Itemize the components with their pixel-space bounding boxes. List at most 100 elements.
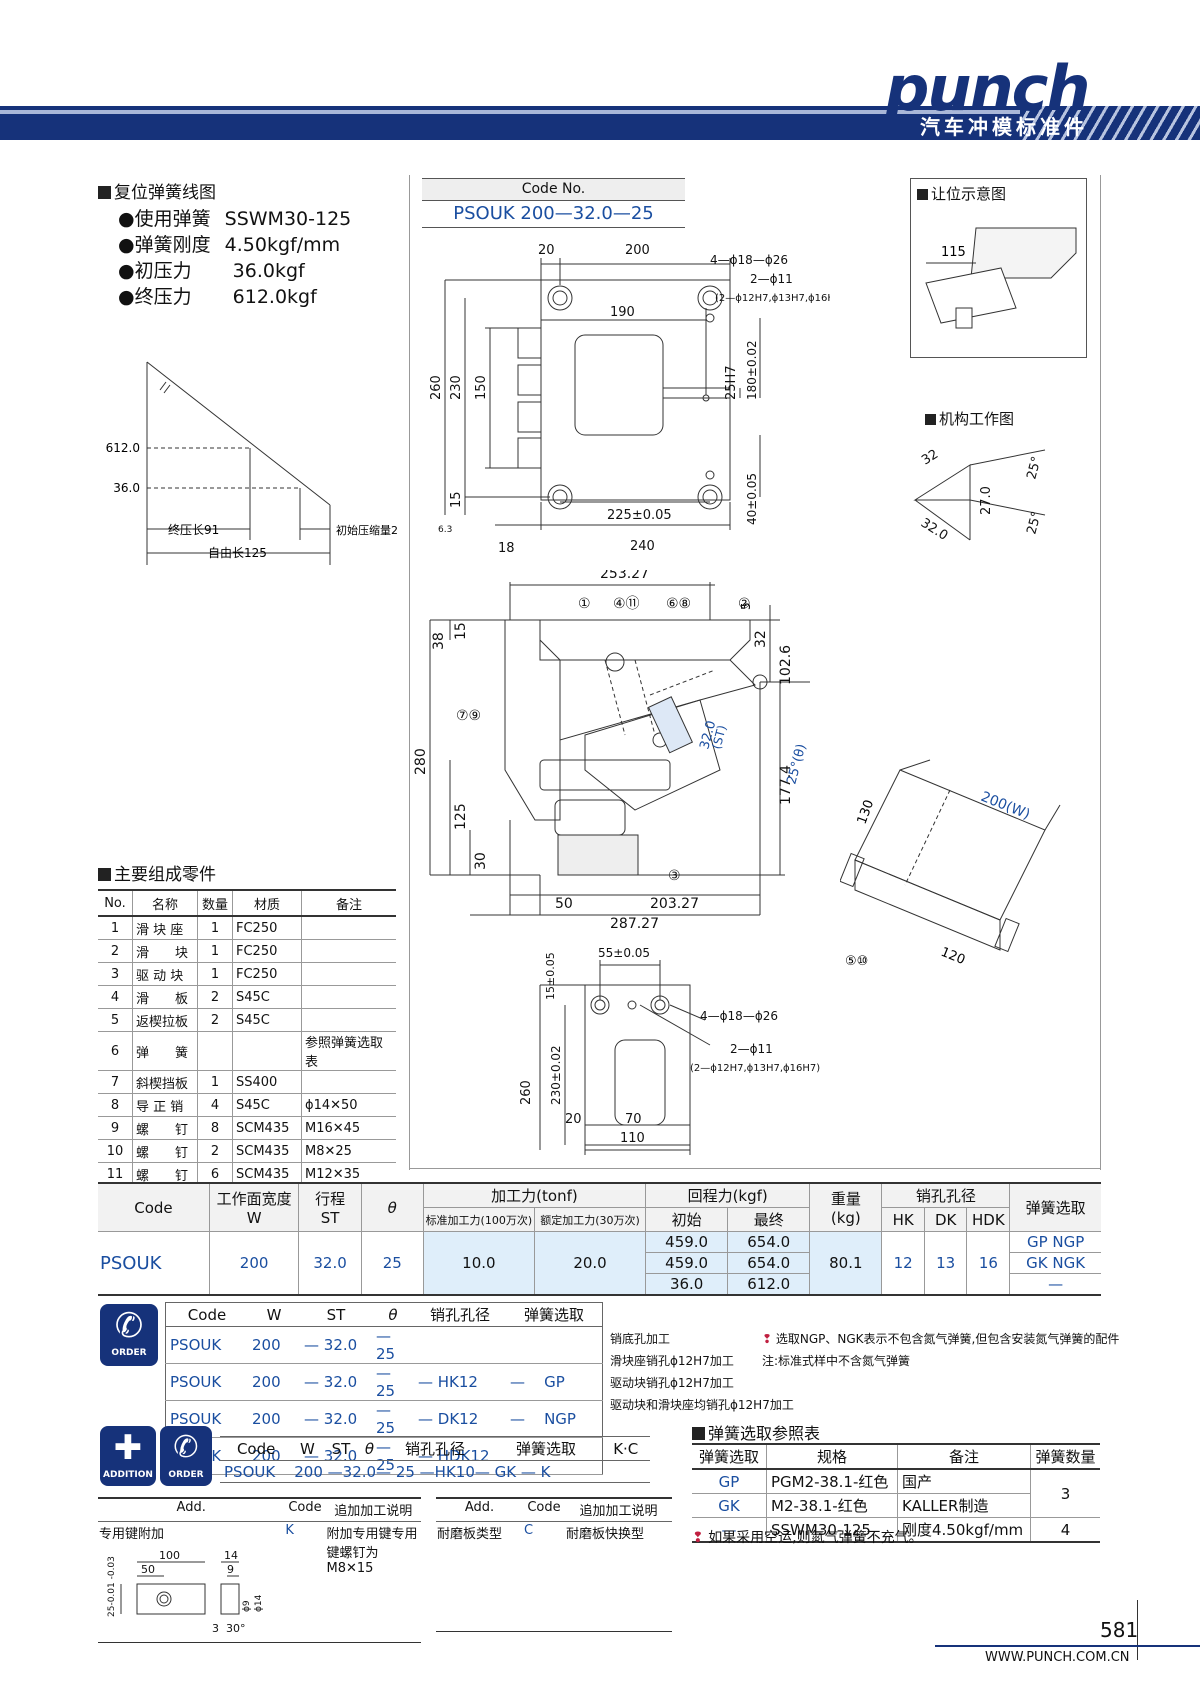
dim-holes2b: (2—ϕ12H7,ϕ13H7,ϕ16H7) <box>715 293 830 304</box>
header-hatch <box>1020 106 1200 140</box>
mech-angle1: 25° <box>1024 455 1044 481</box>
key-dim-14: 14 <box>224 1549 238 1562</box>
cell-hk: 12 <box>881 1231 925 1296</box>
spring-ref-title: 弹簧选取参照表 <box>692 1420 820 1444</box>
plus-icon: ✚ <box>113 1428 143 1468</box>
order-note: 销底孔加工 <box>610 1332 671 1346</box>
addition-order-icon: ✆ ORDER <box>160 1426 212 1486</box>
dim-38: 38 <box>431 632 447 650</box>
dim-280: 280 <box>413 748 429 775</box>
header-stripe <box>0 110 1200 114</box>
order-note: 驱动块和滑块座均销孔ϕ12H7加工 <box>610 1398 794 1412</box>
parts-header: 数量 <box>197 889 233 917</box>
order-note: 滑块座销孔ϕ12H7加工 <box>610 1354 734 1368</box>
add-wear-desc: 耐磨板快换型 <box>566 1527 645 1542</box>
callout-6-8: ⑥⑧ <box>666 596 691 612</box>
ref-header: 备注 <box>897 1443 1031 1470</box>
dim-203.27: 203.27 <box>650 896 699 912</box>
dim-190: 190 <box>610 305 635 320</box>
ref-header: 规格 <box>766 1443 898 1470</box>
mech-32.0: 32.0 <box>918 516 951 544</box>
add-key-cell: 专用键附加 100 50 14 9 25-0.01 -0.03 3 <box>98 1522 284 1643</box>
ref-row: — SSWM30-125 刚度4.50kgf/mm 4 <box>692 1517 1100 1543</box>
dim-20-end: 20 <box>565 1112 582 1127</box>
order-header: W <box>248 1302 300 1327</box>
spring-graph: 612.0 36.0 终压长91 初始压缩量2 自由长125 <box>106 361 398 565</box>
cell-w: 200 <box>209 1231 300 1296</box>
dim-240: 240 <box>630 539 655 554</box>
roughness-6.3: 6.3 <box>438 525 452 535</box>
mech-title: 机构工作图 <box>925 408 1014 429</box>
callout-5-10: ⑤⑩ <box>845 954 868 969</box>
order-icon: ✆ ORDER <box>100 1304 158 1366</box>
header-subtitle: 汽车冲模标准件 <box>920 115 1088 139</box>
spec-value: 4.50kgf/mm <box>224 234 341 256</box>
spec-value: 36.0kgf <box>232 260 305 282</box>
cell-weight: 80.1 <box>809 1231 883 1296</box>
col-theta: θ <box>361 1182 424 1232</box>
page-number: 581 <box>1100 1618 1139 1642</box>
addition-header: 销孔孔径 <box>379 1436 491 1461</box>
cell-spring: — <box>1009 1273 1101 1296</box>
graph-y-36: 36.0 <box>113 481 140 495</box>
key-dim-3: 3 <box>212 1622 219 1635</box>
add-wear-code: C <box>524 1523 534 1538</box>
cell-dk: 13 <box>924 1231 968 1296</box>
spec-label: ●弹簧刚度 <box>118 234 211 256</box>
callout-2: ② <box>738 596 751 612</box>
order-warnings: ❢ 选取NGP、NGK表示不包含氮气弹簧,但包含安装氮气弹簧的配件 注:标准式样… <box>762 1328 1119 1372</box>
ref-header: 弹簧选取 <box>692 1443 767 1470</box>
add-key-label: 专用键附加 <box>99 1527 165 1542</box>
dim-theta: 25°(θ) <box>784 742 809 786</box>
phone-icon: ✆ <box>114 1306 144 1346</box>
add-header: Code <box>523 1497 565 1522</box>
mech-drawing: 32 27.0 32.0 25° 25° <box>913 447 1046 544</box>
cell-force-rated: 20.0 <box>534 1231 647 1296</box>
dim-225: 225±0.05 <box>607 508 672 523</box>
mech-27: 27.0 <box>979 486 994 515</box>
addition-header: ST <box>322 1436 360 1461</box>
dim-200w: 200(W) <box>979 789 1033 823</box>
top-view-drawing: 20 200 4—ϕ18—ϕ26 2—ϕ11 (2—ϕ12H7,ϕ13H7,ϕ1… <box>429 243 830 556</box>
key-dim-p14: ϕ14 <box>254 1594 264 1612</box>
spring-section-title: 复位弹簧线图 <box>98 178 216 203</box>
addition-code-table: Code W ST θ 销孔孔径 弹簧选取 K·C PSOUK 200 —32.… <box>220 1436 650 1483</box>
dim-260-end: 260 <box>519 1080 534 1105</box>
warning-icon: ❢ <box>692 1530 704 1546</box>
parts-section-title: 主要组成零件 <box>98 860 216 885</box>
dim-32: 32 <box>753 630 769 648</box>
graph-init-comp: 初始压缩量2 <box>336 523 398 537</box>
dim-30: 30 <box>473 852 489 870</box>
relief-diagram-box: 让位示意图 115 <box>910 178 1087 358</box>
drawing-border-bottom <box>409 1168 1101 1169</box>
cell-theta: 25 <box>361 1231 424 1296</box>
cell-return-final: 654.0 <box>727 1252 811 1274</box>
cell-return-final: 612.0 <box>727 1273 811 1296</box>
addition-header: K·C <box>601 1436 650 1461</box>
order-header: 弹簧选取 <box>506 1302 603 1327</box>
col-dk: DK <box>924 1207 968 1232</box>
order-header: 销孔孔径 <box>414 1302 506 1327</box>
footer-url[interactable]: WWW.PUNCH.COM.CN <box>985 1650 1130 1665</box>
code-no-value: PSOUK 200—32.0—25 <box>453 203 654 224</box>
dim-260: 260 <box>429 375 444 400</box>
add-key-code: K <box>285 1523 294 1538</box>
mech-32: 32 <box>919 447 941 468</box>
graph-y-612: 612.0 <box>106 441 140 455</box>
dim-40: 40±0.05 <box>745 473 759 525</box>
dim-180: 180±0.02 <box>745 340 759 400</box>
order-warning-note: 注:标准式样中不含氮气弹簧 <box>762 1354 911 1368</box>
callout-4-11: ④⑪ <box>613 596 640 612</box>
order-header: θ <box>372 1302 414 1327</box>
key-drawing: 100 50 14 9 25-0.01 -0.03 3 30° ϕ9 ϕ14 <box>107 1549 264 1635</box>
